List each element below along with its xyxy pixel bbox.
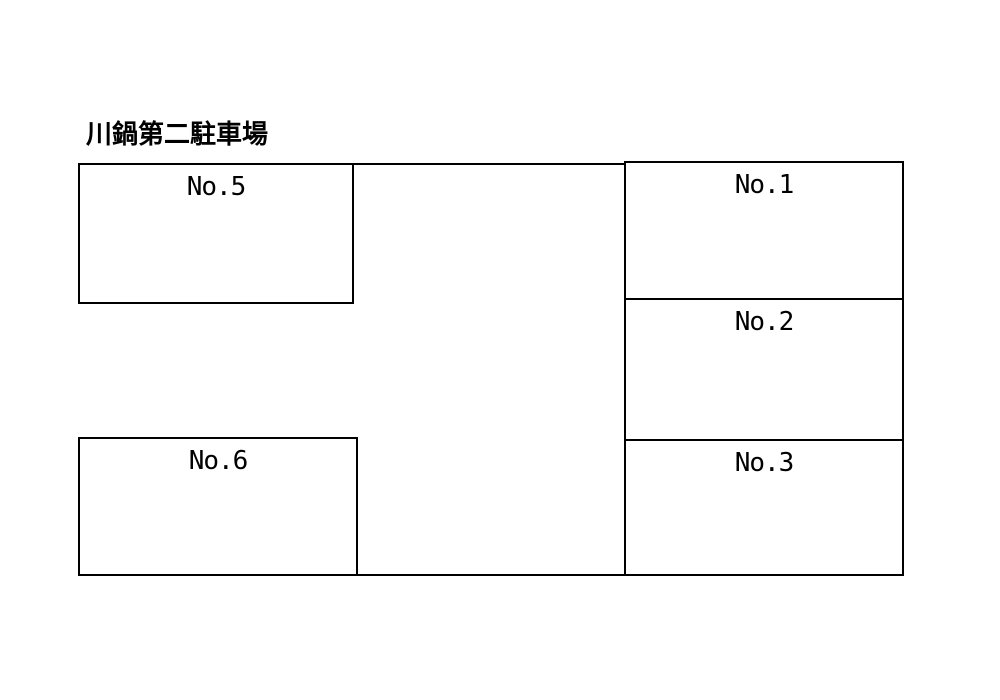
stall-no1: No.1 (624, 161, 904, 300)
stall-no1-label: No.1 (734, 170, 795, 200)
bottom-boundary-line (356, 574, 626, 576)
stall-no2-label: No.2 (734, 307, 795, 337)
stall-no6-label: No.6 (188, 446, 249, 476)
stall-no2: No.2 (624, 300, 904, 441)
top-boundary-line (352, 163, 626, 165)
stall-no3-label: No.3 (734, 448, 795, 478)
stall-no5-label: No.5 (186, 172, 247, 202)
stall-no3: No.3 (624, 441, 904, 576)
stall-no5: No.5 (78, 163, 354, 304)
parking-lot-title: 川鍋第二駐車場 (86, 120, 269, 150)
stall-no6: No.6 (78, 437, 358, 576)
